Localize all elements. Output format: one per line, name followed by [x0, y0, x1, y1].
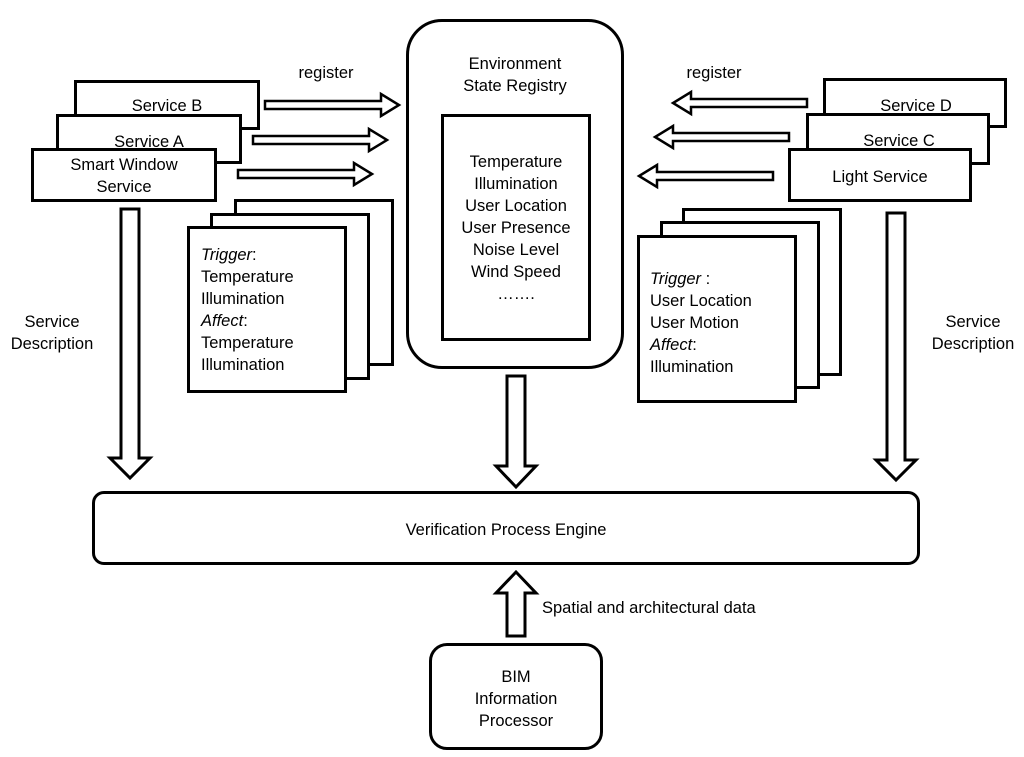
service-a-label: Service A	[114, 133, 184, 151]
register-arrow-service-b	[263, 91, 402, 119]
left-description-line1: Service	[24, 313, 80, 331]
right-description-line2: Description	[931, 335, 1015, 353]
register-arrow-service-a	[251, 126, 390, 154]
registry-state-item: User Location	[465, 197, 567, 215]
service-b-label: Service B	[131, 97, 203, 115]
bim-label-line1: BIM	[501, 668, 531, 686]
left-card-trigger-line: Trigger:	[201, 246, 257, 264]
right-card-trigger-item: User Location	[650, 292, 752, 310]
registry-state-list: Temperature Illumination User Location U…	[441, 114, 591, 341]
left-register-label: register	[298, 64, 354, 82]
light-service-label: Light Service	[832, 168, 928, 186]
left-description-arrow	[106, 207, 154, 481]
engine-label: Verification Process Engine	[405, 521, 607, 539]
spatial-data-label: Spatial and architectural data	[542, 599, 756, 617]
registry-state-item: Noise Level	[472, 241, 560, 259]
right-card-affect-line: Affect:	[650, 336, 697, 354]
left-card-affect-item: Temperature	[201, 334, 294, 352]
register-arrow-light-service	[636, 162, 775, 190]
bim-to-engine-arrow	[492, 569, 540, 638]
registry-state-ellipsis: …….	[497, 285, 535, 303]
environment-state-registry: Environment State Registry Temperature I…	[406, 19, 624, 369]
left-card-trigger-item: Temperature	[201, 268, 294, 286]
right-description-line1: Service	[945, 313, 1001, 331]
register-arrow-smart-window	[236, 160, 375, 188]
bim-label-line3: Processor	[478, 712, 554, 730]
right-card-front: Trigger : User Location User Motion Affe…	[637, 235, 797, 403]
left-description-line2: Description	[10, 335, 94, 353]
verification-process-engine: Verification Process Engine	[92, 491, 920, 565]
registry-title-line2: State Registry	[463, 77, 567, 95]
right-card-affect-item: Illumination	[650, 358, 734, 376]
registry-state-item: Wind Speed	[471, 263, 561, 281]
register-arrow-service-d	[670, 89, 809, 117]
light-service-box: Light Service	[788, 148, 972, 202]
right-register-label: register	[686, 64, 742, 82]
left-card-affect-item: Illumination	[201, 356, 285, 374]
registry-title-line1: Environment	[468, 55, 562, 73]
right-description-arrow	[872, 211, 920, 483]
left-card-front: Trigger: Temperature Illumination Affect…	[187, 226, 347, 393]
smart-window-label-line2: Service	[96, 178, 152, 196]
smart-window-service-box: Smart Window Service	[31, 148, 217, 202]
service-d-label: Service D	[880, 97, 952, 115]
right-card-trigger-item: User Motion	[650, 314, 739, 332]
left-card-trigger-item: Illumination	[201, 290, 285, 308]
registry-state-item: User Presence	[461, 219, 571, 237]
registry-state-item: Temperature	[469, 153, 563, 171]
service-c-label: Service C	[863, 132, 935, 150]
register-arrow-service-c	[652, 123, 791, 151]
left-card-affect-line: Affect:	[201, 312, 248, 330]
bim-label-line2: Information	[474, 690, 558, 708]
registry-state-item: Illumination	[474, 175, 558, 193]
right-card-trigger-line: Trigger :	[650, 270, 711, 288]
bim-information-processor: BIM Information Processor	[429, 643, 603, 750]
smart-window-label-line1: Smart Window	[70, 156, 178, 174]
registry-to-engine-arrow	[492, 374, 540, 490]
